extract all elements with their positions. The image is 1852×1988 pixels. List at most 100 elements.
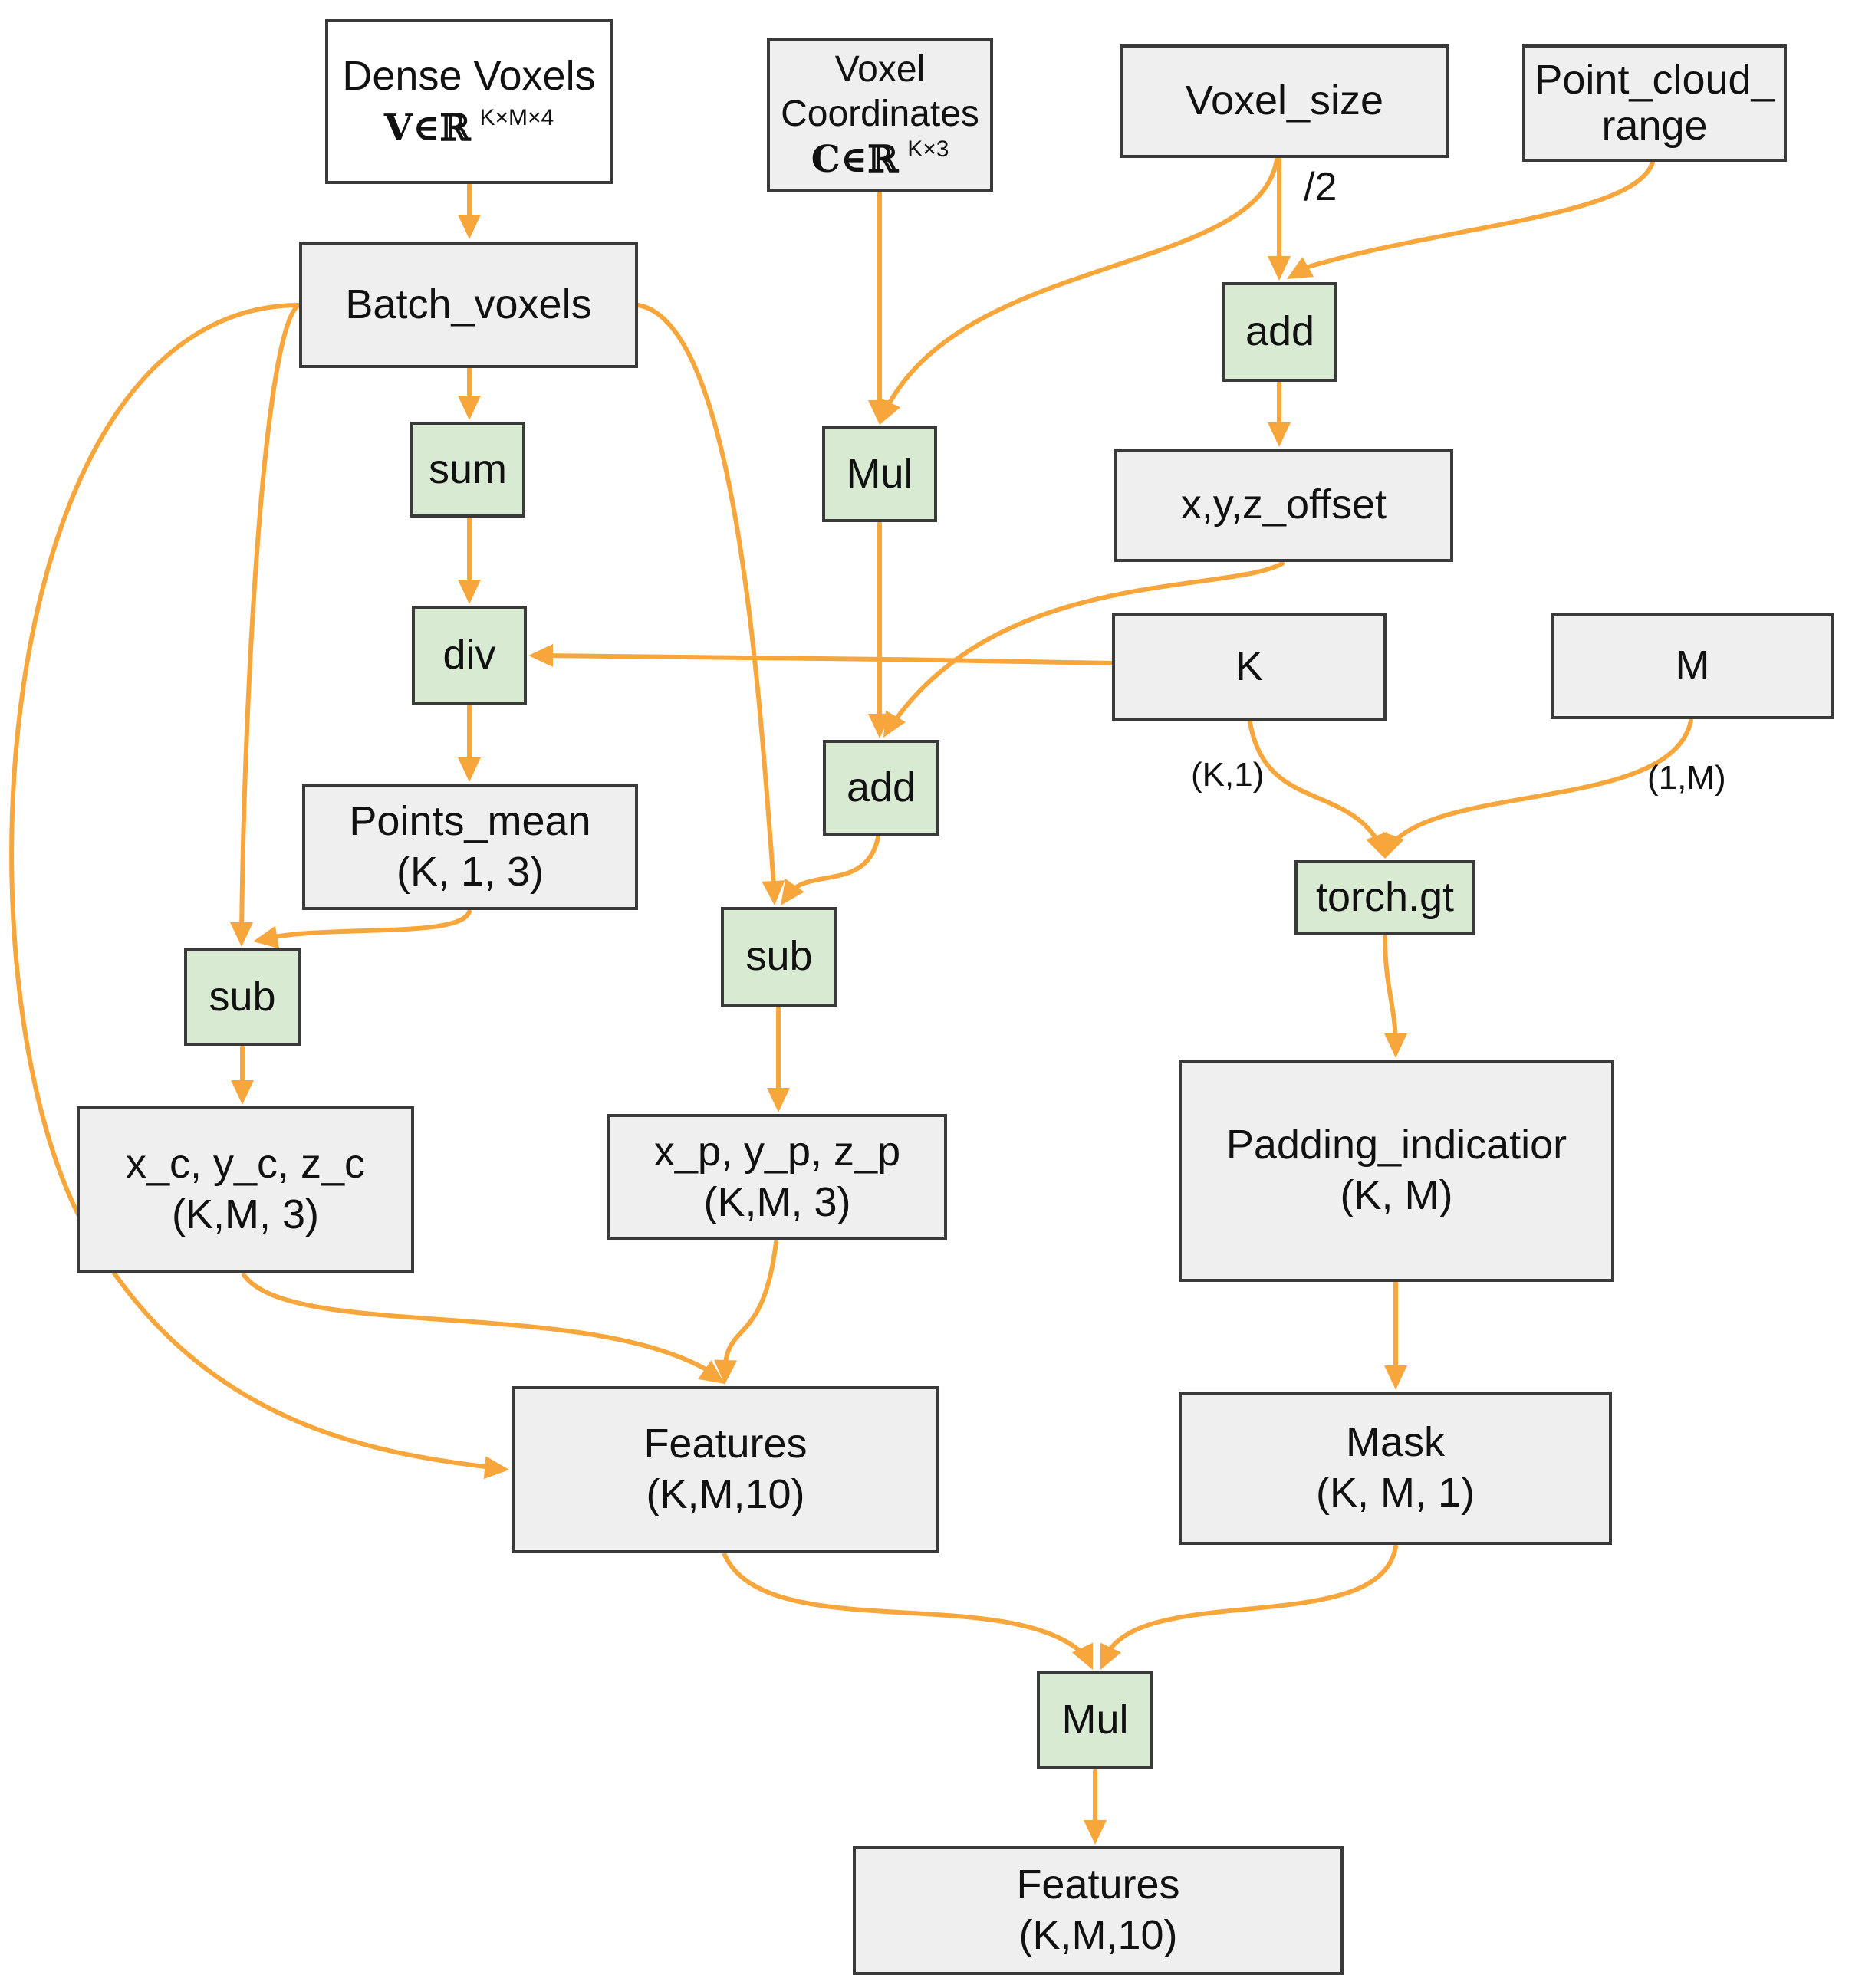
offset-to-add-mid-edge: [887, 561, 1285, 731]
sub-mid-op: sub: [721, 907, 837, 1007]
mul-bottom-label: Mul: [1061, 1697, 1129, 1743]
k-label: K: [1235, 643, 1264, 690]
mul-to-add-mid-arrowhead: [868, 714, 891, 738]
features-to-mul-edge: [722, 1553, 1091, 1662]
batch-to-features-arrowhead: [483, 1456, 509, 1480]
sum-to-div-arrowhead: [458, 580, 481, 604]
m-label: M: [1675, 642, 1710, 689]
range-to-add-arrowhead: [1287, 257, 1314, 279]
batch-to-sub-mid-arrowhead: [762, 880, 785, 905]
div-op: div: [412, 606, 527, 705]
m-node: M: [1551, 613, 1834, 719]
padding-indicator-line2: (K, M): [1340, 1172, 1453, 1218]
sub-left-op: sub: [184, 948, 301, 1046]
torch-gt-op: torch.gt: [1294, 860, 1475, 935]
xp-line2: (K,M, 3): [703, 1178, 851, 1225]
xc-to-features-arrowhead: [698, 1360, 725, 1384]
m-to-torch-gt-edge: [1386, 718, 1693, 851]
add-mid-op: add: [823, 740, 939, 836]
k-to-div-edge: [536, 653, 1114, 665]
mul-bottom-op: Mul: [1037, 1671, 1153, 1769]
voxel-size-label: Voxel_size: [1185, 77, 1384, 124]
k-to-torch-gt-arrowhead: [1365, 831, 1388, 859]
features-mid-node: Features (K,M,10): [512, 1386, 939, 1553]
voxel-coordinates-dims: K×3: [907, 136, 949, 163]
sum-op: sum: [410, 422, 525, 518]
points-mean-to-sub-edge: [260, 909, 472, 941]
add-to-offset-arrowhead: [1268, 422, 1291, 447]
point-cloud-range-line2: range: [1601, 102, 1708, 149]
xp-to-features-arrowhead: [714, 1359, 738, 1385]
mask-to-mul-edge: [1102, 1544, 1398, 1662]
points-mean-line1: Points_mean: [349, 797, 591, 844]
points-mean-node: Points_mean (K, 1, 3): [302, 784, 638, 910]
voxel-size-to-add-arrowhead: [1268, 256, 1291, 281]
padding-to-mask-arrowhead: [1384, 1365, 1407, 1390]
features-output-node: Features (K,M,10): [853, 1846, 1344, 1975]
sub-left-label: sub: [209, 973, 276, 1020]
xyz-offset-label: x,y,z_offset: [1180, 481, 1387, 528]
add-mid-to-sub-mid-arrowhead: [781, 879, 804, 905]
add-top-op: add: [1222, 282, 1337, 382]
features-to-mul-arrowhead: [1071, 1642, 1094, 1670]
voxel-coordinates-line2: Coordinates: [781, 93, 979, 134]
m-to-torch-gt-arrowhead: [1382, 831, 1405, 859]
xp-to-features-edge: [722, 1240, 778, 1377]
voxel-coordinates-node: Voxel Coordinates C∈ℝ K×3: [767, 38, 993, 192]
batch-to-features-edge: [9, 303, 501, 1470]
add-mid-to-sub-mid-edge: [786, 835, 880, 898]
padding-indicator-line1: Padding_indicatior: [1225, 1122, 1567, 1168]
voxel-coordinates-line1: Voxel: [834, 49, 926, 90]
dense-voxels-title: Dense Voxels: [342, 52, 596, 99]
dense-voxels-math: V∈ℝ: [383, 106, 471, 150]
points-mean-to-sub-arrowhead: [253, 925, 280, 949]
add-top-label: add: [1245, 308, 1315, 355]
sub-mid-to-xp-arrowhead: [767, 1088, 790, 1112]
voxel-size-to-mul-arrowhead: [879, 397, 901, 425]
one-m-edge-label: (1,M): [1647, 759, 1726, 797]
sub-left-to-xc-arrowhead: [231, 1080, 254, 1105]
torch-gt-to-padding-edge: [1383, 935, 1398, 1050]
voxel-size-node: Voxel_size: [1120, 44, 1449, 158]
range-to-add-edge: [1294, 160, 1655, 273]
batch-to-sub-left-arrowhead: [230, 922, 253, 947]
k-node: K: [1112, 613, 1387, 721]
mask-line1: Mask: [1345, 1419, 1445, 1466]
xc-line2: (K,M, 3): [171, 1191, 319, 1237]
padding-indicator-node: Padding_indicatior (K, M): [1179, 1060, 1614, 1282]
k-to-torch-gt-edge: [1248, 720, 1384, 851]
voxel-coordinates-math: C∈ℝ: [811, 138, 899, 182]
xc-to-features-edge: [242, 1273, 719, 1378]
k1-edge-label: (K,1): [1191, 756, 1265, 794]
features-mid-line1: Features: [643, 1421, 808, 1467]
k-to-div-arrowhead: [528, 644, 553, 667]
batch-voxels-node: Batch_voxels: [299, 242, 638, 368]
batch-voxels-label: Batch_voxels: [345, 281, 592, 327]
torch-gt-to-padding-arrowhead: [1384, 1033, 1407, 1058]
dense-voxels-node: Dense Voxels V∈ℝ K×M×4: [325, 19, 613, 184]
features-mid-line2: (K,M,10): [646, 1471, 805, 1517]
xc-line1: x_c, y_c, z_c: [125, 1141, 366, 1188]
mul-top-op: Mul: [822, 426, 937, 522]
sub-mid-label: sub: [745, 933, 813, 980]
voxel-size-to-mul-edge: [881, 157, 1279, 417]
batch-to-sub-mid-edge: [636, 303, 777, 898]
xyz-offset-node: x,y,z_offset: [1114, 449, 1453, 562]
sum-label: sum: [428, 445, 507, 492]
batch-to-sum-arrowhead: [458, 396, 481, 420]
batch-to-sub-left-edge: [239, 303, 301, 939]
points-mean-line2: (K, 1, 3): [396, 848, 544, 895]
point-cloud-range-line1: Point_cloud_: [1535, 57, 1775, 104]
add-mid-label: add: [846, 764, 916, 810]
mul-top-label: Mul: [846, 450, 913, 497]
dense-to-batch-arrowhead: [458, 215, 481, 239]
torch-gt-label: torch.gt: [1315, 874, 1455, 921]
point-cloud-range-node: Point_cloud_ range: [1522, 44, 1787, 162]
mask-line2: (K, M, 1): [1315, 1470, 1475, 1516]
mask-node: Mask (K, M, 1): [1179, 1392, 1612, 1545]
features-output-line1: Features: [1016, 1861, 1180, 1908]
div-to-points-mean-arrowhead: [458, 757, 481, 782]
dense-voxels-dims: K×M×4: [479, 104, 554, 130]
